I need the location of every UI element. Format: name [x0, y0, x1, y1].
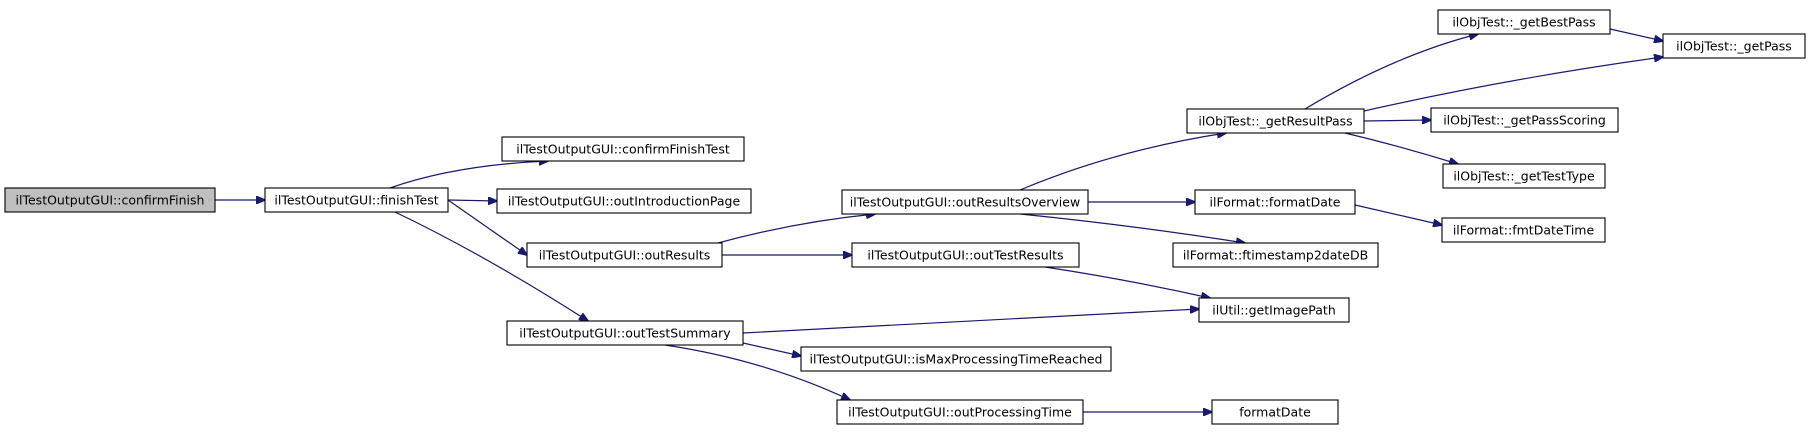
- node-box: [1211, 399, 1339, 425]
- node-box: [501, 136, 745, 162]
- node-getTestType[interactable]: ilObjTest::_getTestType: [1442, 163, 1606, 189]
- node-label: ilObjTest::_getTestType: [1453, 169, 1595, 184]
- node-label: ilFormat::fmtDateTime: [1453, 223, 1595, 238]
- node-label: ilObjTest::_getPassScoring: [1443, 113, 1606, 128]
- node-label: ilTestOutputGUI::confirmFinish: [16, 193, 205, 208]
- node-label: ilFormat::formatDate: [1210, 195, 1341, 210]
- node-getImagePath[interactable]: ilUtil::getImagePath: [1198, 297, 1350, 323]
- node-finishTest[interactable]: ilTestOutputGUI::finishTest: [264, 187, 449, 213]
- node-label: ilTestOutputGUI::outResults: [539, 248, 711, 263]
- edge-outTestResults-to-getImagePath: [1044, 266, 1210, 298]
- edge-getResultPass-to-getPassScoring: [1363, 120, 1431, 121]
- node-box: [1430, 107, 1619, 133]
- node-box: [1442, 163, 1606, 189]
- node-label: ilTestOutputGUI::outProcessingTime: [848, 405, 1072, 420]
- node-fmtDateTime[interactable]: ilFormat::fmtDateTime: [1441, 217, 1606, 243]
- edge-finishTest-to-outResults: [447, 199, 527, 255]
- edge-formatDateIl-to-fmtDateTime: [1354, 204, 1442, 225]
- node-outIntroductionPage[interactable]: ilTestOutputGUI::outIntroductionPage: [496, 188, 752, 214]
- node-formatDateIl[interactable]: ilFormat::formatDate: [1194, 189, 1356, 215]
- node-label: ilObjTest::_getPass: [1676, 39, 1792, 54]
- node-box: [836, 399, 1084, 425]
- edge-outTestSummary-to-getImagePath: [742, 309, 1199, 334]
- node-outResultsOverview[interactable]: ilTestOutputGUI::outResultsOverview: [841, 189, 1089, 215]
- edge-getResultPass-to-getBestPass: [1304, 34, 1478, 110]
- node-label: ilUtil::getImagePath: [1212, 303, 1336, 318]
- node-label: ilFormat::ftimestamp2dateDB: [1183, 248, 1368, 263]
- edge-finishTest-to-outTestSummary: [394, 211, 588, 321]
- node-box: [506, 320, 744, 346]
- node-label: formatDate: [1239, 405, 1311, 420]
- node-label: ilTestOutputGUI::outTestSummary: [519, 326, 731, 341]
- edge-finishTest-to-confirmFinishTest: [389, 161, 548, 189]
- node-box: [526, 242, 723, 268]
- edge-outResults-to-outResultsOverview: [717, 214, 875, 244]
- node-label: ilTestOutputGUI::isMaxProcessingTimeReac…: [810, 352, 1103, 367]
- node-getBestPass[interactable]: ilObjTest::_getBestPass: [1437, 9, 1611, 35]
- node-label: ilTestOutputGUI::outIntroductionPage: [508, 194, 741, 209]
- edge-outTestSummary-to-outProcessingTime: [664, 344, 850, 400]
- node-box: [1198, 297, 1350, 323]
- node-confirmFinishTest[interactable]: ilTestOutputGUI::confirmFinishTest: [501, 136, 745, 162]
- node-label: ilObjTest::_getBestPass: [1452, 15, 1595, 30]
- node-box: [1441, 217, 1606, 243]
- node-label: ilTestOutputGUI::confirmFinishTest: [516, 142, 730, 157]
- node-box: [1172, 242, 1379, 268]
- node-confirmFinish[interactable]: ilTestOutputGUI::confirmFinish: [4, 187, 216, 213]
- node-formatDate[interactable]: formatDate: [1211, 399, 1339, 425]
- node-outProcessingTime[interactable]: ilTestOutputGUI::outProcessingTime: [836, 399, 1084, 425]
- node-label: ilObjTest::_getResultPass: [1198, 114, 1352, 129]
- edge-finishTest-to-outIntroductionPage: [447, 200, 497, 201]
- edge-outResultsOverview-to-getResultPass: [1019, 133, 1226, 191]
- node-box: [1437, 9, 1611, 35]
- node-label: ilTestOutputGUI::finishTest: [274, 193, 438, 208]
- node-outResults[interactable]: ilTestOutputGUI::outResults: [526, 242, 723, 268]
- node-getResultPass[interactable]: ilObjTest::_getResultPass: [1186, 108, 1365, 134]
- edge-getResultPass-to-getTestType: [1344, 132, 1458, 164]
- edge-outResultsOverview-to-ftimestamp2dateDB: [1019, 213, 1245, 243]
- node-box: [851, 242, 1080, 268]
- edges-layer: [215, 28, 1663, 412]
- node-box: [1662, 33, 1806, 59]
- node-label: ilTestOutputGUI::outTestResults: [867, 248, 1063, 263]
- node-outTestSummary[interactable]: ilTestOutputGUI::outTestSummary: [506, 320, 744, 346]
- node-box: [496, 188, 752, 214]
- edge-getBestPass-to-getPass: [1609, 28, 1663, 41]
- edge-outTestSummary-to-isMaxProcessingTimeReached: [742, 342, 801, 356]
- node-getPass[interactable]: ilObjTest::_getPass: [1662, 33, 1806, 59]
- node-box: [1194, 189, 1356, 215]
- node-box: [4, 187, 216, 213]
- node-box: [264, 187, 449, 213]
- node-label: ilTestOutputGUI::outResultsOverview: [850, 195, 1080, 210]
- node-getPassScoring[interactable]: ilObjTest::_getPassScoring: [1430, 107, 1619, 133]
- node-isMaxProcessingTimeReached[interactable]: ilTestOutputGUI::isMaxProcessingTimeReac…: [800, 346, 1112, 372]
- node-box: [1186, 108, 1365, 134]
- node-box: [841, 189, 1089, 215]
- node-ftimestamp2dateDB[interactable]: ilFormat::ftimestamp2dateDB: [1172, 242, 1379, 268]
- node-box: [800, 346, 1112, 372]
- edge-getResultPass-to-getPass: [1363, 57, 1663, 112]
- node-outTestResults[interactable]: ilTestOutputGUI::outTestResults: [851, 242, 1080, 268]
